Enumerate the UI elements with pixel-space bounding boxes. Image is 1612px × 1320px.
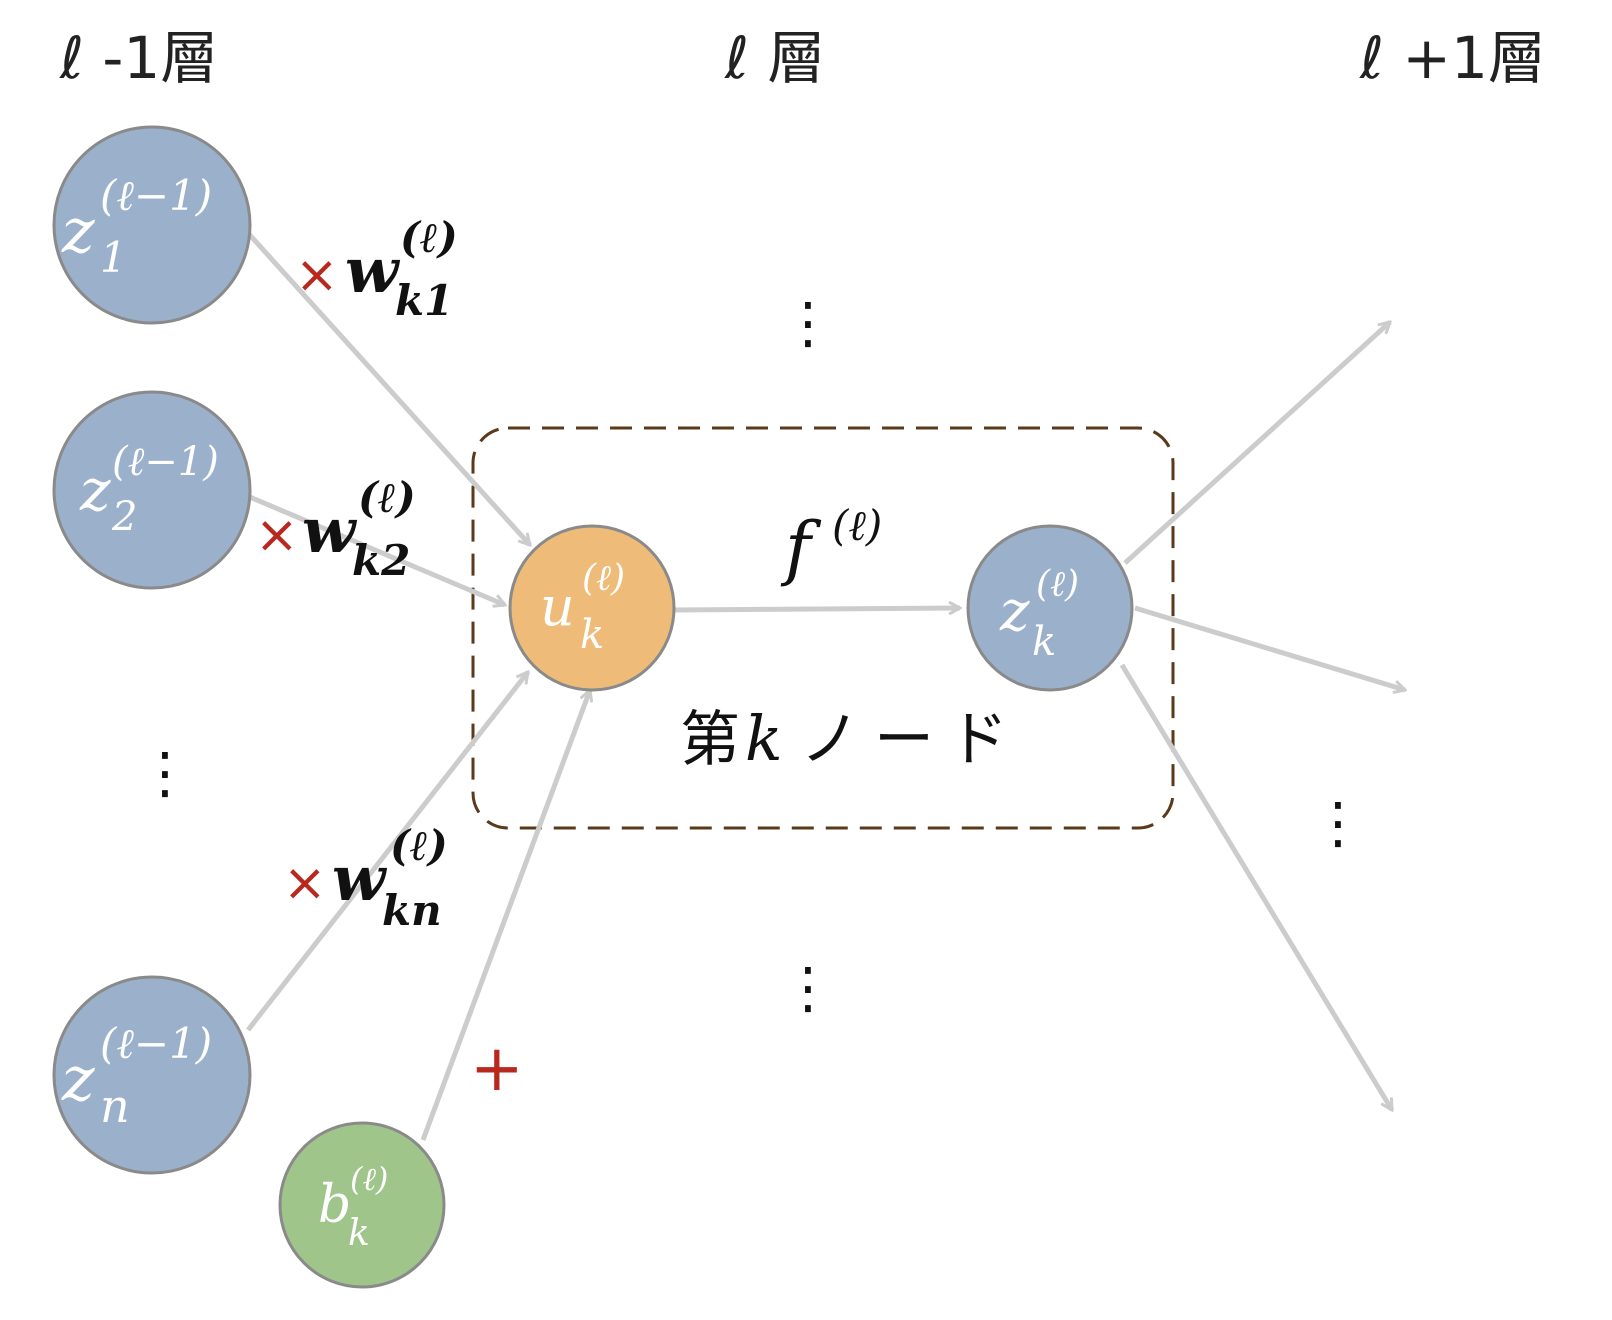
node-u-base: u bbox=[540, 575, 575, 638]
arrow-zk-out-3 bbox=[1119, 663, 1395, 1110]
weight-w1-base: w bbox=[345, 234, 401, 307]
activation-base: f bbox=[780, 507, 822, 589]
node-zn-base: z bbox=[61, 1042, 95, 1115]
node-zn-sup: (ℓ−1) bbox=[100, 1019, 212, 1068]
activation-label: f (ℓ) bbox=[780, 501, 882, 589]
node-zn-sub: n bbox=[100, 1079, 130, 1133]
node-z1-circle bbox=[52, 125, 252, 325]
node-caption-var: k bbox=[745, 702, 783, 775]
node-caption-prefix: 第 bbox=[680, 705, 740, 775]
ellipsis-bottom: ⋮ bbox=[780, 956, 836, 1021]
weight-w1-label: × w k1 (ℓ) bbox=[295, 213, 458, 325]
node-k-caption: 第 k ノード bbox=[680, 702, 1022, 775]
node-b-base: b bbox=[318, 1175, 351, 1235]
arrow-b-to-u bbox=[420, 690, 590, 1141]
weight-wn-base: w bbox=[332, 842, 388, 915]
node-b: b k (ℓ) bbox=[278, 1121, 446, 1289]
node-z1: z 1 (ℓ−1) bbox=[52, 125, 252, 325]
weight-w2-sup: (ℓ) bbox=[358, 473, 416, 522]
weight-w2-op: × bbox=[255, 505, 299, 565]
arrow-zn-to-u bbox=[246, 672, 530, 1032]
ellipsis-top: ⋮ bbox=[780, 291, 836, 356]
arrow-z1-to-u bbox=[246, 231, 530, 545]
header-next-layer: ℓ +1層 bbox=[1359, 24, 1546, 92]
node-zk-base: z bbox=[999, 579, 1030, 644]
weight-wn-sup: (ℓ) bbox=[390, 821, 448, 870]
weight-w2-base: w bbox=[302, 494, 358, 567]
node-z1-base: z bbox=[61, 194, 95, 267]
ellipsis-left: ⋮ bbox=[137, 741, 193, 806]
weight-w1-sup: (ℓ) bbox=[400, 213, 458, 262]
node-zk-sup: (ℓ) bbox=[1036, 564, 1079, 605]
ellipsis-right: ⋮ bbox=[1310, 791, 1366, 856]
bias-plus-sign: + bbox=[470, 1032, 524, 1106]
node-u: u k (ℓ) bbox=[508, 524, 676, 692]
node-b-sup: (ℓ) bbox=[350, 1160, 388, 1198]
node-b-circle bbox=[278, 1121, 446, 1289]
node-b-sub: k bbox=[348, 1213, 370, 1254]
node-z1-sup: (ℓ−1) bbox=[100, 171, 212, 220]
node-z2-sub: 2 bbox=[111, 494, 137, 540]
node-zk: z k (ℓ) bbox=[966, 524, 1134, 692]
weight-w1-sub: k1 bbox=[395, 276, 453, 325]
arrow-z2-to-u bbox=[244, 492, 505, 605]
node-zn-circle bbox=[52, 975, 252, 1175]
node-z1-sub: 1 bbox=[100, 233, 127, 282]
node-z2-sup: (ℓ−1) bbox=[112, 439, 219, 485]
node-u-circle bbox=[508, 524, 676, 692]
weight-wn-sub: kn bbox=[382, 886, 442, 935]
arrow-zk-out-1 bbox=[1123, 322, 1390, 565]
node-zn: z n (ℓ−1) bbox=[52, 975, 252, 1175]
weight-w2-sub: k2 bbox=[352, 536, 410, 585]
activation-sup: (ℓ) bbox=[832, 501, 882, 550]
node-zk-circle bbox=[966, 524, 1134, 692]
node-u-sub: k bbox=[580, 612, 604, 658]
header-current-layer: ℓ 層 bbox=[724, 24, 825, 92]
weight-wn-op: × bbox=[283, 853, 327, 913]
node-z2-base: z bbox=[79, 456, 111, 524]
node-z2: z 2 (ℓ−1) bbox=[52, 390, 252, 590]
weight-wn-label: × w kn (ℓ) bbox=[283, 821, 448, 935]
weight-w2-label: × w k2 (ℓ) bbox=[255, 473, 416, 585]
arrow-zk-out-2 bbox=[1134, 605, 1405, 690]
arrow-u-to-zk bbox=[672, 608, 960, 610]
node-zk-sub: k bbox=[1032, 619, 1056, 665]
node-caption-suffix: ノード bbox=[800, 705, 1022, 775]
node-u-sup: (ℓ) bbox=[582, 558, 625, 599]
node-k-box bbox=[471, 426, 1175, 830]
node-z2-circle bbox=[52, 390, 252, 590]
header-prev-layer: ℓ -1層 bbox=[59, 24, 218, 92]
weight-w1-op: × bbox=[295, 245, 339, 305]
